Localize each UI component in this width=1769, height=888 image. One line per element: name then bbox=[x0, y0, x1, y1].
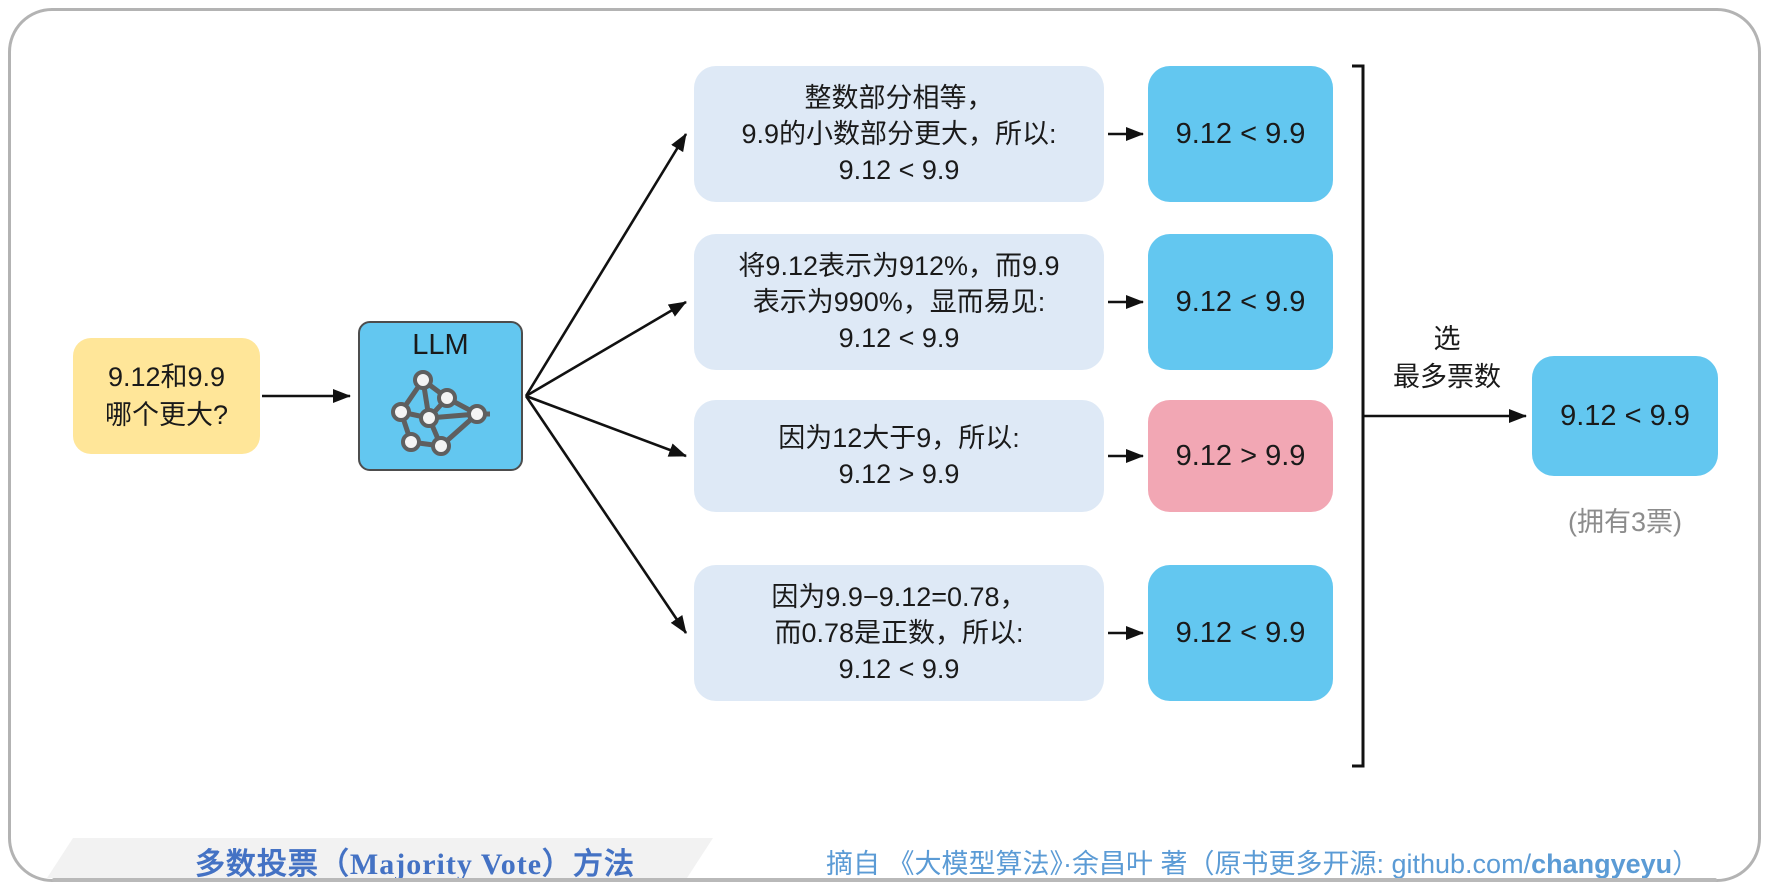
reasoning-1-line2: 9.9的小数部分更大，所以: bbox=[741, 119, 1057, 149]
reasoning-4-line3: 9.12 < 9.9 bbox=[838, 654, 960, 684]
final-answer-text: 9.12 < 9.9 bbox=[1560, 399, 1690, 432]
reasoning-box-2: 将9.12表示为912%，而9.9 表示为990%，显而易见: 9.12 < 9… bbox=[694, 234, 1104, 370]
llm-label: LLM bbox=[412, 329, 469, 361]
reasoning-box-1: 整数部分相等， 9.9的小数部分更大，所以: 9.12 < 9.9 bbox=[694, 66, 1104, 202]
reasoning-1-line3: 9.12 < 9.9 bbox=[838, 155, 960, 185]
footer-bottom-rule bbox=[52, 878, 1717, 882]
answer-3-text: 9.12 > 9.9 bbox=[1175, 439, 1306, 472]
reasoning-3-line2: 9.12 > 9.9 bbox=[838, 459, 960, 489]
attribution-github-handle: changyeyu bbox=[1531, 849, 1673, 879]
answer-2-text: 9.12 < 9.9 bbox=[1175, 285, 1306, 318]
vote-label: 选 最多票数 bbox=[1366, 320, 1528, 396]
neural-network-icon bbox=[390, 370, 490, 456]
answer-4-text: 9.12 < 9.9 bbox=[1175, 616, 1306, 649]
answer-box-2: 9.12 < 9.9 bbox=[1148, 234, 1333, 370]
reasoning-2-line1: 将9.12表示为912%，而9.9 bbox=[738, 251, 1060, 281]
vote-count-note: (拥有3票) bbox=[1568, 507, 1682, 537]
reasoning-2-line3: 9.12 < 9.9 bbox=[838, 323, 960, 353]
reasoning-box-3: 因为12大于9，所以: 9.12 > 9.9 bbox=[694, 400, 1104, 512]
answer-box-1: 9.12 < 9.9 bbox=[1148, 66, 1333, 202]
answer-box-3: 9.12 > 9.9 bbox=[1148, 400, 1333, 512]
input-question-line2: 哪个更大? bbox=[104, 400, 229, 430]
reasoning-1-line1: 整数部分相等， bbox=[804, 83, 994, 113]
input-question-box: 9.12和9.9 哪个更大? bbox=[73, 338, 260, 454]
attribution-suffix: ） bbox=[1672, 849, 1700, 879]
llm-box: LLM bbox=[358, 321, 523, 471]
input-question-line1: 9.12和9.9 bbox=[107, 362, 226, 392]
answer-1-text: 9.12 < 9.9 bbox=[1175, 117, 1306, 150]
final-answer-box: 9.12 < 9.9 bbox=[1532, 356, 1718, 476]
reasoning-3-line1: 因为12大于9，所以: bbox=[778, 423, 1020, 453]
vote-label-line2: 最多票数 bbox=[1393, 362, 1501, 392]
vote-bracket bbox=[1352, 64, 1365, 768]
footer-title: 多数投票（Majority Vote）方法 bbox=[194, 848, 636, 881]
reasoning-box-4: 因为9.9−9.12=0.78， 而0.78是正数，所以: 9.12 < 9.9 bbox=[694, 565, 1104, 701]
answer-box-4: 9.12 < 9.9 bbox=[1148, 565, 1333, 701]
reasoning-2-line2: 表示为990%，显而易见: bbox=[752, 287, 1046, 317]
footer: 多数投票（Majority Vote）方法 摘自 《大模型算法》·余昌叶 著（原… bbox=[0, 836, 1769, 882]
vote-label-line1: 选 bbox=[1433, 324, 1461, 354]
attribution-prefix: 摘自 《大模型算法》·余昌叶 著（原书更多开源: github.com/ bbox=[826, 849, 1532, 879]
footer-attribution: 摘自 《大模型算法》·余昌叶 著（原书更多开源: github.com/chan… bbox=[826, 842, 1699, 881]
reasoning-4-line1: 因为9.9−9.12=0.78， bbox=[771, 582, 1027, 612]
reasoning-4-line2: 而0.78是正数，所以: bbox=[774, 618, 1024, 648]
